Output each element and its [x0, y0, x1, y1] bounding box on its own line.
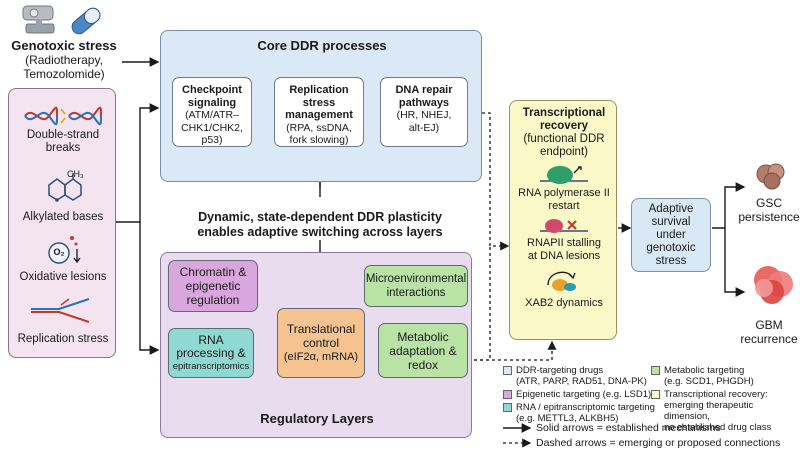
metabolic-box: Metabolic adaptation & redox — [378, 323, 468, 378]
legend-swatch-met — [651, 366, 660, 375]
legend-rna: RNA / epitranscriptomic targeting (e.g. … — [516, 402, 655, 424]
alkylated-base-icon — [39, 167, 93, 207]
replication-fork-icon — [29, 295, 99, 325]
oxygen-icon — [45, 233, 85, 265]
legend-dashed: Dashed arrows = emerging or proposed con… — [536, 437, 781, 449]
xab2-label: XAB2 dynamics — [525, 297, 603, 309]
rna-processing-box: RNA processing & epitranscriptomics — [168, 328, 254, 378]
legend-epi: Epigenetic targeting (e.g. LSD1) — [516, 389, 652, 400]
rna-pol-icon — [540, 163, 588, 187]
transcriptional-title: Transcriptional recovery (functional DDR… — [522, 107, 606, 158]
legend-swatch-ddr — [503, 366, 512, 375]
rnapii-stall-icon — [540, 215, 588, 237]
regulatory-title: Regulatory Layers — [260, 411, 374, 426]
microenvironment-box: Microenvironmental interactions — [364, 265, 468, 307]
o2-label: O₂ — [53, 247, 65, 257]
dna-repair-box: DNA repair pathways (HR, NHEJ, alt-EJ) — [380, 77, 468, 147]
genotoxic-title: Genotoxic stress — [11, 38, 117, 53]
legend-swatch-tr — [651, 390, 660, 399]
capsule-icon — [71, 7, 101, 35]
plasticity-text: Dynamic, state-dependent DDR plasticity … — [197, 210, 443, 239]
replication-stress-box: Replication stress management (RPA, ssDN… — [274, 77, 364, 147]
transcriptional-recovery-box: Transcriptional recovery (functional DDR… — [509, 100, 617, 340]
xab2-icon — [542, 265, 586, 293]
legend-met: Metabolic targeting (e.g. SCD1, PHGDH) — [664, 365, 754, 387]
oxidative-label: Oxidative lesions — [19, 271, 107, 283]
legend-tr: Transcriptional recovery: emerging thera… — [664, 389, 772, 433]
replication-stress-label: Replication stress — [17, 333, 109, 345]
translational-control-box: Translational control (eIF2α, mRNA) — [277, 308, 365, 378]
genotoxic-sub2: Temozolomide) — [23, 67, 105, 81]
adaptive-survival-box: Adaptive survival under genotoxic stress — [631, 198, 711, 272]
alkylated-label: Alkylated bases — [22, 211, 104, 223]
gsc-cell-icon — [752, 162, 792, 192]
gbm-label: GBM recurrence — [740, 318, 798, 346]
gbm-tumor-icon — [746, 258, 800, 310]
radiotherapy-machine-icon — [22, 5, 55, 34]
dsb-label: Double-strand breaks — [26, 129, 100, 154]
legend-ddr: DDR-targeting drugs (ATR, PARP, RAD51, D… — [516, 365, 647, 387]
genotoxic-sub: (Radiotherapy, — [25, 53, 103, 67]
lesion-input-box: Double-strand breaks CH₃ Alkylated bases… — [8, 88, 116, 358]
pol-restart-label: RNA polymerase II restart — [518, 187, 610, 212]
legend-swatch-epi — [503, 390, 512, 399]
legend-solid: Solid arrows = established mechanisms — [536, 422, 721, 434]
genotoxic-icons — [20, 4, 110, 38]
core-ddr-title: Core DDR processes — [257, 38, 387, 53]
ch3-label: CH₃ — [67, 169, 84, 179]
chromatin-box: Chromatin & epigenetic regulation — [168, 260, 258, 312]
gsc-label: GSC persistence — [738, 196, 800, 224]
stall-label: RNAPII stalling at DNA lesions — [527, 237, 601, 262]
dna-break-icon — [23, 105, 103, 127]
genotoxic-stress-label: Genotoxic stress (Radiotherapy, Temozolo… — [0, 38, 128, 81]
checkpoint-signaling-box: Checkpoint signaling (ATM/ATR– CHK1/CHK2… — [172, 77, 252, 147]
legend-swatch-rna — [503, 403, 512, 412]
